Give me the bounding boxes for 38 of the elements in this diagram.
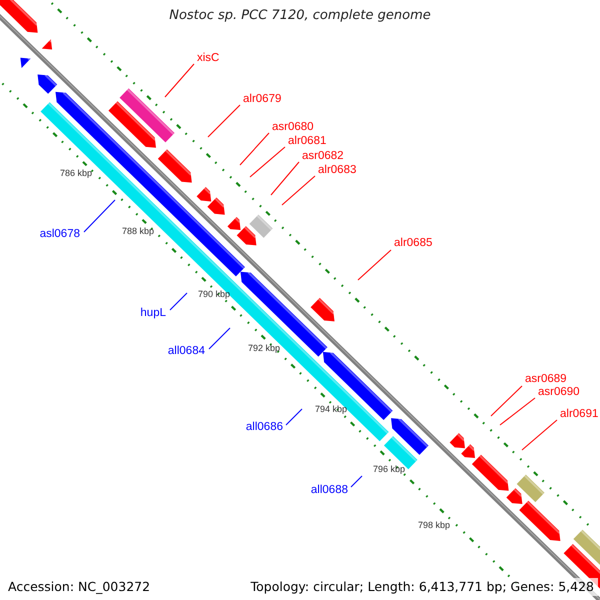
leader-line — [84, 200, 116, 232]
gene-label: hupL — [140, 306, 166, 320]
position-label: 798 kbp — [418, 520, 450, 531]
title: Nostoc sp. PCC 7120, complete genome — [168, 9, 432, 22]
leader-line — [282, 176, 316, 206]
gene-label: asr0682 — [302, 149, 344, 163]
position-label: 792 kbp — [248, 343, 280, 354]
leader-line — [286, 408, 302, 426]
gene-label: alr0691 — [560, 407, 598, 421]
leader-line — [358, 250, 392, 280]
position-label: 796 kbp — [373, 464, 406, 475]
leader-line — [350, 476, 362, 488]
leader-line — [490, 386, 522, 416]
gene-label: all0688 — [310, 483, 348, 497]
leader-line — [250, 146, 286, 178]
position-label: 790 kbp — [198, 289, 230, 300]
position-label: 788 kbp — [122, 226, 154, 237]
gene-label: alr0681 — [288, 134, 326, 148]
gene-label: asl0678 — [40, 227, 80, 241]
gene-label: all0686 — [246, 420, 283, 434]
leader-line — [170, 292, 188, 310]
gene-label: alr0685 — [394, 236, 432, 250]
leader-line — [270, 162, 300, 196]
leader-line — [522, 420, 558, 450]
gene-label: alr0683 — [318, 163, 356, 177]
leader-line — [240, 132, 270, 166]
gene-label: xisC — [197, 51, 220, 65]
leader-line — [164, 64, 194, 98]
position-label: 786 kbp — [60, 168, 92, 179]
leader-line — [500, 398, 536, 426]
leader-line — [208, 104, 240, 138]
gene-label: asr0690 — [538, 385, 580, 399]
leader-line — [208, 328, 230, 350]
position-label: 794 kbp — [315, 404, 348, 415]
gene-label: asr0680 — [272, 120, 314, 134]
gene-label: alr0679 — [243, 92, 282, 106]
gene-label: asr0689 — [525, 372, 567, 386]
gene-label: all0684 — [168, 344, 205, 358]
